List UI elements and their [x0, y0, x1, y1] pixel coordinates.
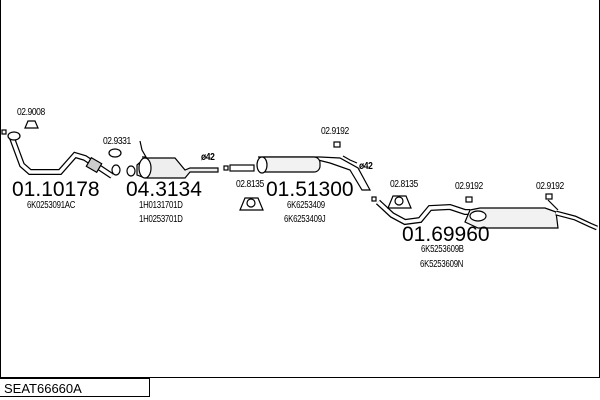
part-ref: 6K0253091AC: [27, 200, 76, 211]
catalyst-shape: [126, 140, 219, 179]
rubber-mount-label-1: 02.9192: [321, 126, 349, 137]
part-number-catalyst: 04.3134: [126, 178, 202, 201]
part-ref: 6K6253409: [287, 200, 325, 211]
diameter-label-2: ø42: [359, 161, 373, 172]
rubber-mount-label-3: 02.9192: [536, 181, 564, 192]
part-number-front-pipe: 01.10178: [12, 178, 100, 201]
rubber-mount-shape: [545, 193, 553, 200]
part-ref: 1H0131701D: [139, 200, 183, 211]
rubber-mount-shape: [333, 141, 341, 148]
front-pipe-shape: [7, 131, 121, 179]
part-ref: 6K5253609N: [420, 259, 464, 270]
part-ref: 6K5253609B: [421, 244, 464, 255]
diameter-label-1: ø42: [201, 152, 215, 163]
gasket-shape: [24, 120, 39, 129]
gasket-label: 02.9008: [17, 107, 45, 118]
ring-shape: [108, 148, 122, 158]
hanger-label-2: 02.8135: [390, 179, 418, 190]
part-ref: 1H0253701D: [139, 214, 183, 225]
middle-muffler-shape: [223, 155, 372, 191]
part-number-middle-muffler: 01.51300: [266, 178, 354, 201]
diagram-code: SEAT66660A: [0, 378, 150, 397]
rear-muffler-shape: [371, 196, 598, 231]
hanger-shape: [387, 195, 412, 209]
ring-label: 02.9331: [103, 136, 131, 147]
hanger-shape: [239, 197, 264, 211]
flange-marker: [1, 129, 7, 135]
hanger-label-1: 02.8135: [236, 179, 264, 190]
part-number-rear-muffler: 01.69960: [402, 223, 490, 246]
part-ref: 6K6253409J: [284, 214, 326, 225]
rubber-mount-shape: [465, 196, 473, 203]
rubber-mount-label-2: 02.9192: [455, 181, 483, 192]
